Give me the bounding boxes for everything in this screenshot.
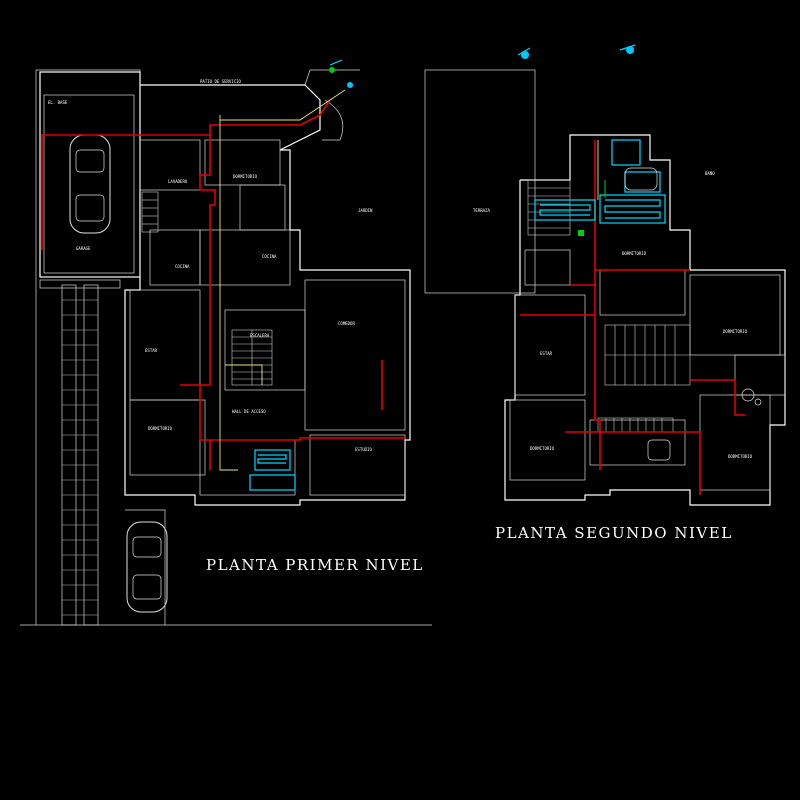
svg-text:DORMITORIO: DORMITORIO <box>622 251 647 256</box>
svg-text:ESTAR: ESTAR <box>145 348 158 353</box>
svg-text:DORMITORIO: DORMITORIO <box>148 426 173 431</box>
svg-text:COCINA: COCINA <box>175 264 190 269</box>
first-floor-heater-coil <box>249 449 296 491</box>
svg-text:BAÑO: BAÑO <box>705 171 715 176</box>
second-floor-water-pipes <box>517 44 666 224</box>
first-floor-plan-title: PLANTA PRIMER NIVEL <box>206 556 424 574</box>
garage-car-icon <box>69 134 111 234</box>
svg-text:DORMITORIO: DORMITORIO <box>728 454 753 459</box>
first-floor-stairs <box>231 329 273 386</box>
svg-text:DORMITORIO: DORMITORIO <box>233 174 258 179</box>
svg-text:HALL DE ACCESO: HALL DE ACCESO <box>232 409 266 414</box>
first-floor-plan: GARAGE EL. BASE <box>20 59 432 626</box>
svg-text:GARAGE: GARAGE <box>76 246 91 251</box>
svg-text:COCINA: COCINA <box>262 254 277 259</box>
svg-text:PATIO DE SERVICIO: PATIO DE SERVICIO <box>200 79 242 84</box>
svg-text:JARDIN: JARDIN <box>358 208 373 213</box>
svg-text:DORMITORIO: DORMITORIO <box>530 446 555 451</box>
svg-text:LAVADERO: LAVADERO <box>168 179 188 184</box>
first-floor-hot-water-pipes <box>41 99 405 470</box>
svg-text:TERRAZA: TERRAZA <box>473 208 490 213</box>
svg-text:COMEDOR: COMEDOR <box>338 321 355 326</box>
first-floor-gas-pipes <box>219 89 346 471</box>
second-floor-plan: DORMITORIO ESTAR DORMITORIO DORMITORIO D… <box>424 44 786 506</box>
svg-text:ESTAR: ESTAR <box>540 351 553 356</box>
street-car-icon <box>126 521 168 613</box>
second-floor-hot-water-pipes <box>520 140 745 495</box>
svg-text:EL. BASE: EL. BASE <box>48 100 68 105</box>
svg-text:DORMITORIO: DORMITORIO <box>723 329 748 334</box>
svg-text:ESTUDIO: ESTUDIO <box>355 447 372 452</box>
second-floor-plan-title: PLANTA SEGUNDO NIVEL <box>495 524 733 542</box>
second-floor-stairs <box>604 324 691 386</box>
svg-text:ESCALERA: ESCALERA <box>250 333 270 338</box>
